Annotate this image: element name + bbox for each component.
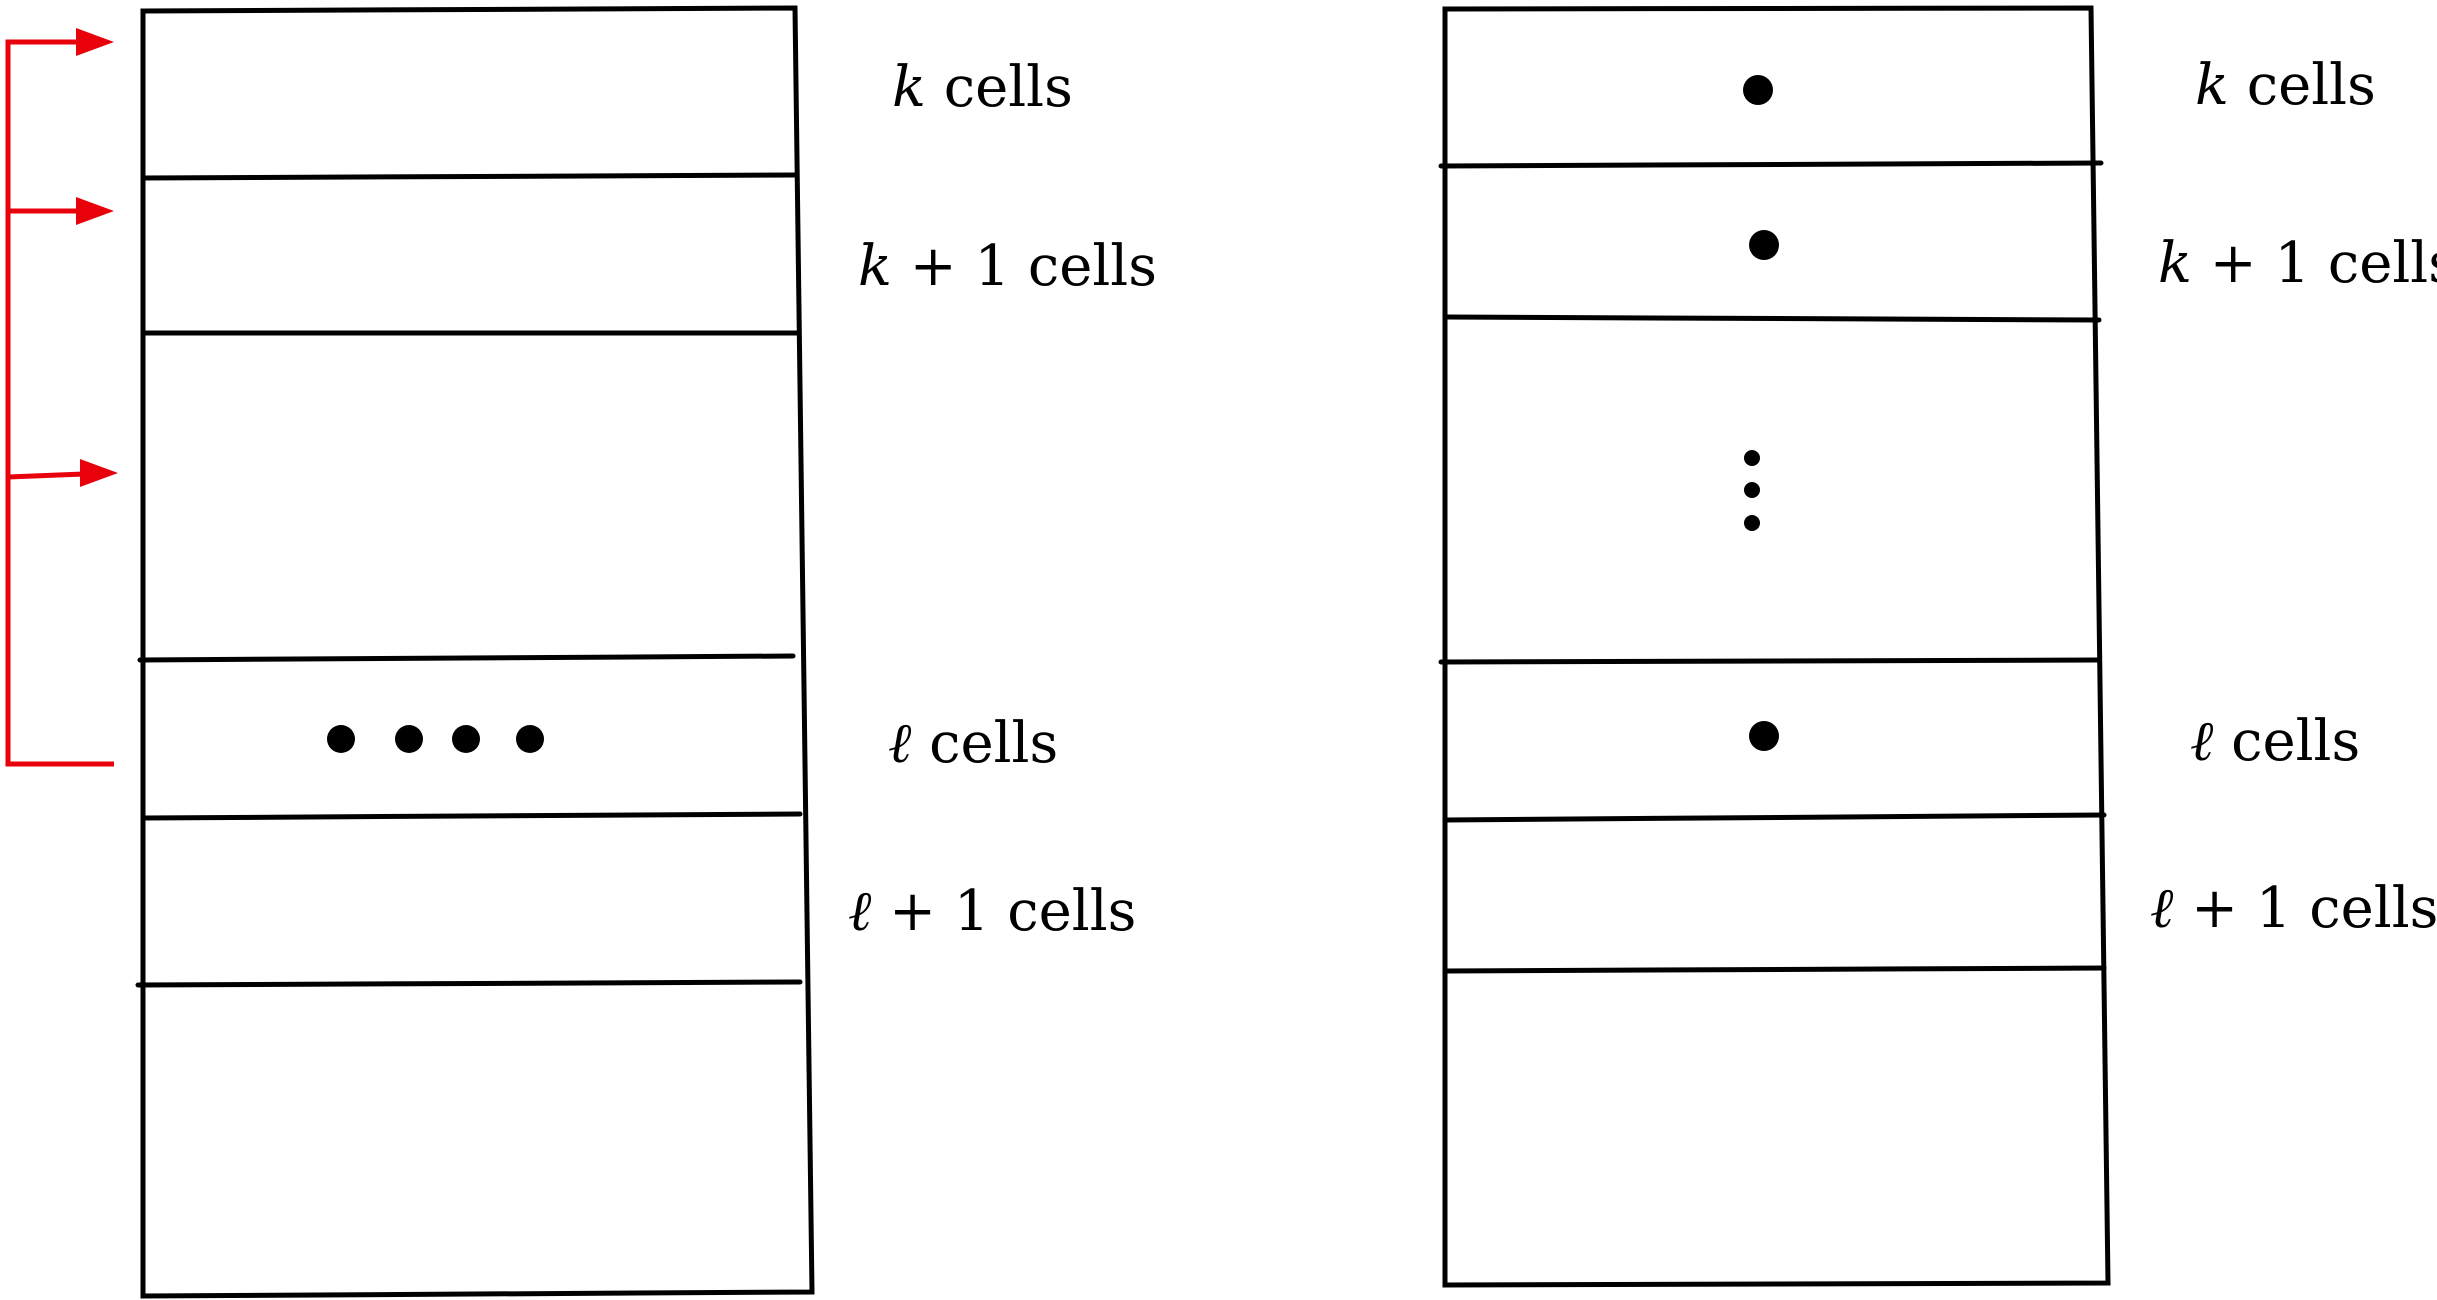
right-label-k-plus-1: k + 1 cells — [2158, 231, 2437, 296]
left-label-k: k cells — [892, 55, 1073, 120]
dot — [516, 725, 544, 753]
left-label-k-plus-1: k + 1 cells — [858, 234, 1157, 299]
arrow-head — [76, 28, 114, 56]
left-divider-5 — [135, 979, 803, 988]
left-divider-1 — [140, 172, 800, 181]
arrow-head — [80, 459, 118, 487]
right-divider-1 — [1438, 160, 2104, 169]
right-divider-5 — [1442, 965, 2107, 974]
left-box-outline — [140, 5, 815, 1299]
left-dots — [327, 725, 544, 753]
dot — [452, 725, 480, 753]
right-box-outline — [1442, 5, 2111, 1288]
left-divider-4 — [140, 811, 803, 821]
right-divider-4 — [1442, 812, 2107, 823]
right-label-k: k cells — [2195, 53, 2376, 118]
dot — [327, 725, 355, 753]
dot — [395, 725, 423, 753]
right-dots — [1743, 75, 1779, 751]
right-diagram: k cells k + 1 cells ℓ cells ℓ + 1 cells — [1438, 5, 2437, 1288]
right-label-l: ℓ cells — [2190, 709, 2360, 774]
arrow-shaft — [7, 471, 85, 480]
left-label-l-plus-1: ℓ + 1 cells — [848, 879, 1136, 944]
right-label-l-plus-1: ℓ + 1 cells — [2150, 876, 2437, 941]
arrow-head — [76, 197, 114, 225]
dot — [1744, 482, 1760, 498]
dot — [1743, 75, 1773, 105]
dot — [1744, 515, 1760, 531]
right-divider-3 — [1438, 657, 2100, 665]
dot — [1749, 230, 1779, 260]
left-divider-3 — [137, 653, 796, 663]
vertical-ellipsis — [1744, 450, 1760, 531]
bracket-spine — [5, 39, 114, 767]
red-arrow-bracket — [5, 28, 118, 767]
dot — [1744, 450, 1760, 466]
left-diagram: k cells k + 1 cells ℓ cells ℓ + 1 cells — [5, 5, 1157, 1299]
right-divider-2 — [1442, 314, 2102, 323]
dot — [1749, 721, 1779, 751]
left-label-l: ℓ cells — [888, 711, 1058, 776]
